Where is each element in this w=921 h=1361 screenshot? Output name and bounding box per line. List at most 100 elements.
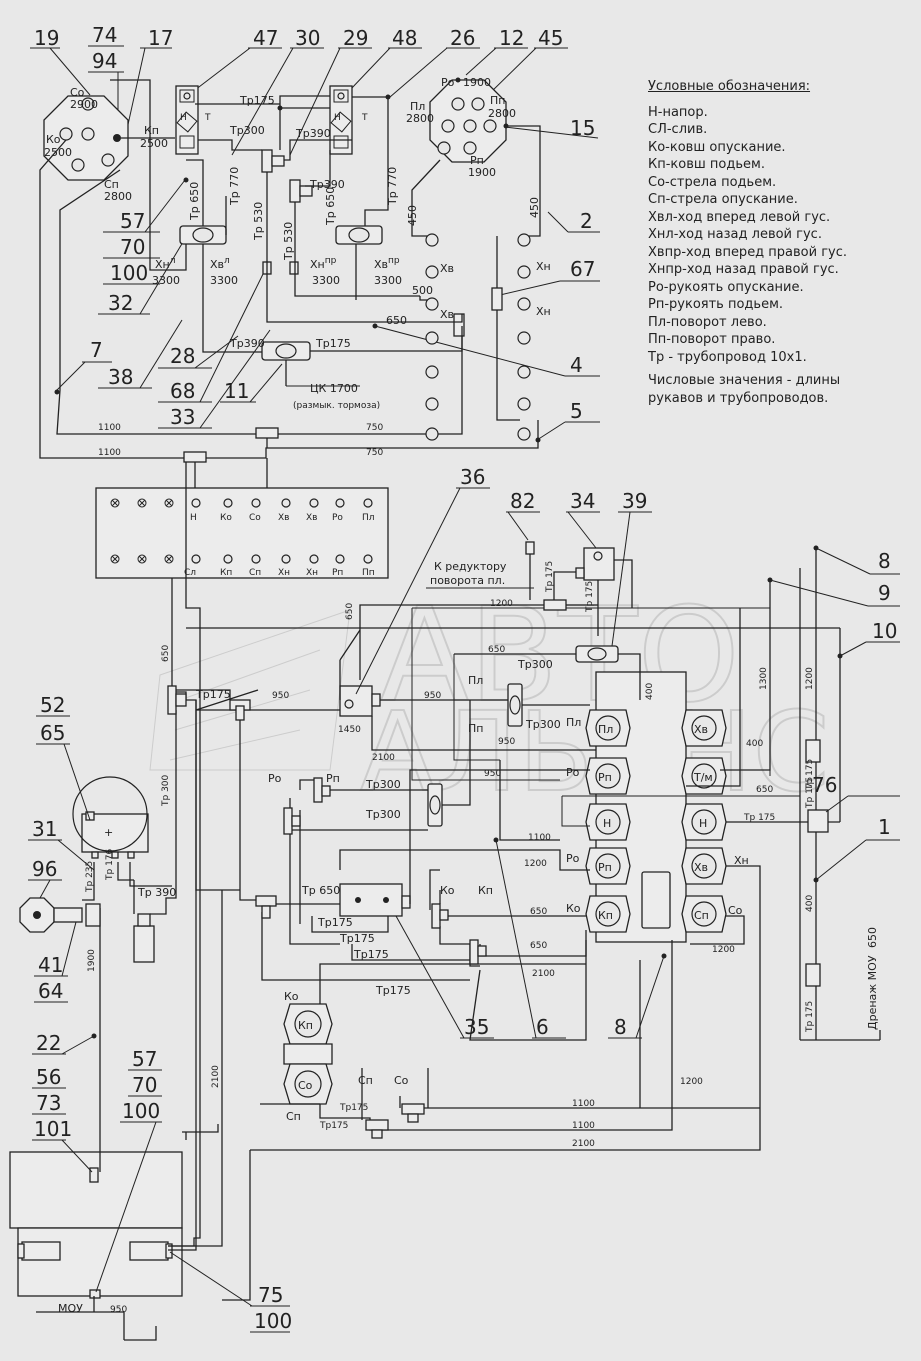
lbl-tr175a: Тр175 [239,94,275,107]
t2: Т [361,113,368,123]
dist-hvl: Хв [694,861,708,874]
lbl-tr175c: Тр 175 [545,561,555,593]
panel-top-3: Хв [278,513,289,523]
legend-item: Хнпр-ход назад правой гус. [648,262,839,277]
lbl-1100b: 1100 [98,448,121,458]
valve-36 [339,685,373,717]
callout-70a: 70 [120,235,145,259]
panel-bottom-2: Сп [249,568,261,578]
legend-item: Рп-рукоять подьем. [648,297,784,312]
ped-hn-pr-len: 3300 [312,274,340,287]
lbl-drain-len: 650 [866,927,879,948]
lbl-1200e: 1200 [680,1077,703,1087]
lbl-pl2: Пл [468,674,483,687]
dist-n4: Н [699,817,707,830]
lbl-950d: 950 [484,769,501,779]
callout-2: 2 [580,209,593,233]
lbl-1900: 1900 [87,949,97,972]
lbl-1300: 1300 [759,667,769,690]
panel-top-4: Хв [306,513,317,523]
lbl-tr300f: Тр 300 [161,774,171,807]
dist-n3: Н [603,817,611,830]
lbl-tr390b: Тр390 [309,178,345,191]
legend-title: Условные обозначения: [648,79,811,94]
legend-item: Со-стрела подьем. [648,174,777,190]
legend: Условные обозначения: Н-напор. СЛ-слив. … [648,78,908,407]
lbl-1200b: 1200 [805,667,815,690]
callouts-top: 19 74 94 17 47 30 29 48 26 12 45 15 57 7… [30,23,600,441]
lj-ko-len: 2500 [44,146,72,159]
lbl-650d: 650 [756,785,773,795]
legend-item: Ко-ковш опускание. [648,139,786,155]
ped-hv-pr-len: 3300 [374,274,402,287]
ped-hn-pr: Хнпр [310,256,337,271]
lbl-so3: Со [728,904,743,917]
lbl-tr530a: Тр 530 [252,202,265,241]
rj-pl-len: 2800 [406,112,434,125]
lbl-650f: 650 [530,941,547,951]
cyl-kp: Кп [298,1019,313,1032]
lbl-tr175d: Тр 175 [585,581,595,613]
lbl-reducer: К редуктору [434,560,507,573]
lbl-tr175k: Тр175 [375,984,411,997]
lbl-n1: Н [180,113,187,123]
callout-48: 48 [392,26,417,50]
callout-4: 4 [570,353,583,377]
lbl-tr770a: Тр 770 [228,167,241,206]
callout-73: 73 [36,1091,61,1115]
legend-item: Тр - трубопровод 10х1. [648,349,807,365]
callout-8b: 8 [614,1015,627,1039]
callout-12: 12 [499,26,524,50]
legend-item: Пл-поворот лево. [648,314,767,330]
cyl-ko: Ко [284,990,299,1003]
lbl-650: 650 [386,314,407,327]
dist-pl: Пл [598,723,613,736]
ped-hv-l-len: 3300 [210,274,238,287]
callout-5: 5 [570,399,583,423]
lbl-2100a: 2100 [372,753,395,763]
panel-top-1: Ко [220,513,232,523]
lbl-tr175j: Тр175 [353,948,389,961]
lbl-ko4: Ко [440,884,455,897]
callout-17: 17 [148,26,173,50]
lbl-tr650a: Тр 650 [188,182,201,221]
lbl-400b: 400 [746,739,763,749]
callout-57b: 57 [132,1047,157,1071]
upper-pilot-system: Со 2900 Ко 2500 Кп 2500 Сп 2800 Ро 1900 … [39,76,551,494]
callout-33: 33 [170,405,195,429]
lbl-650e: 650 [530,907,547,917]
lbl-1200d: 1200 [712,945,735,955]
callout-82: 82 [510,489,535,513]
distributor-block: Пл Рп Н Рп Кп Хв Т/м Н Хв Сп [585,671,727,943]
valve-47 [175,85,199,155]
panel-bottom-5: Рп [332,568,343,578]
lbl-1450: 1450 [338,725,361,735]
lbl-1100d: 1100 [572,1099,595,1109]
lbl-kp4: Кп [478,884,493,897]
lbl-mou: МОУ [58,1302,83,1315]
lbl-650c: 650 [488,645,505,655]
lbl-hn-l3: Хн [734,854,749,867]
ped-hn-l: Хнл [155,256,176,271]
rj-ro-len: 1900 [463,76,491,89]
panel-bottom-0: Сл [184,568,196,578]
callout-38: 38 [108,365,133,389]
callout-10: 10 [872,619,897,643]
legend-item: Н-напор. [648,104,708,120]
callout-100b: 100 [122,1099,160,1123]
callout-32: 32 [108,291,133,315]
ped-hn-l-len: 3300 [152,274,180,287]
lbl-ko3: Ко [566,902,581,915]
lbl-1100e: 1100 [572,1121,595,1131]
callout-56: 56 [36,1065,61,1089]
panel-top-2: Со [249,513,261,523]
lbl-tr175e: Тр175 [195,688,231,701]
lbl-2100b: 2100 [532,969,555,979]
lbl-tr300c: Тр300 [525,718,561,731]
dist-hvpr: Хв [694,723,708,736]
callout-35: 35 [464,1015,489,1039]
lbl-tr300a: Тр300 [229,124,265,137]
lbl-950b: 950 [424,691,441,701]
panel-bottom-3: Хн [278,568,290,578]
